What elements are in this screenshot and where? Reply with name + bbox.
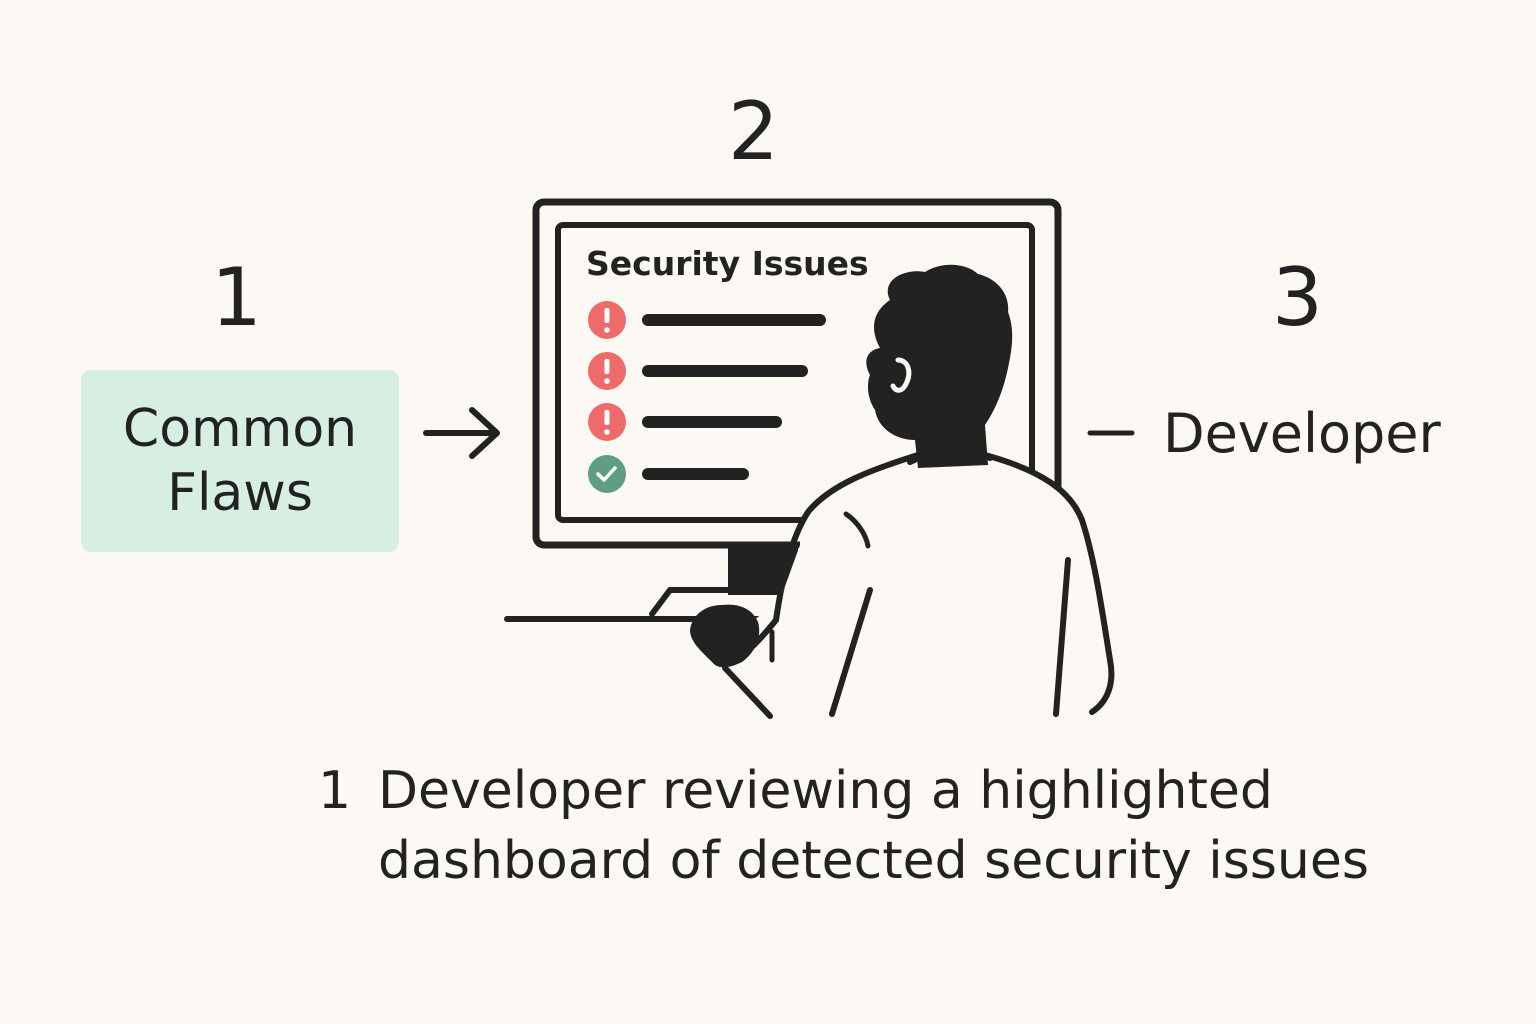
step-1-number: 1 — [211, 251, 262, 344]
dashboard-row-2 — [588, 352, 808, 390]
caption: 1 Developer reviewing a highlighted dash… — [318, 756, 1369, 896]
dashboard-title: Security Issues — [586, 244, 869, 283]
step-3-number: 3 — [1272, 251, 1323, 344]
monitor-outer-frame — [532, 198, 1062, 549]
arrow-right-icon — [423, 407, 500, 459]
check-icon — [588, 455, 626, 493]
common-flaws-box: Common Flaws — [81, 370, 399, 552]
step-2-number: 2 — [728, 85, 779, 178]
dashboard-row-4 — [588, 455, 749, 493]
keyboard — [649, 587, 783, 617]
dashboard-row-1 — [588, 301, 826, 339]
caption-number: 1 — [318, 761, 352, 821]
common-flaws-line-1: Common — [122, 399, 358, 459]
developer-label: Developer — [1163, 402, 1441, 465]
common-flaws-line-2: Flaws — [167, 463, 313, 523]
caption-line-1: Developer reviewing a highlighted — [378, 761, 1273, 821]
dashboard-row-3 — [588, 403, 782, 441]
developer-figure — [690, 264, 1115, 719]
caption-line-2: dashboard of detected security issues — [378, 831, 1369, 891]
